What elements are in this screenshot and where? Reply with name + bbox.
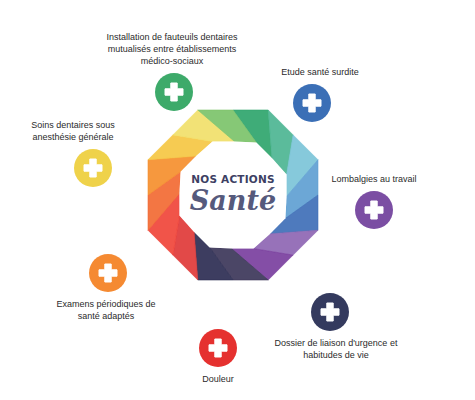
ring-hole bbox=[179, 141, 286, 248]
circle-fill bbox=[155, 73, 193, 111]
action-label: Soins dentaires sous anesthésie générale bbox=[23, 119, 123, 143]
title-kicker: NOS ACTIONS bbox=[191, 173, 274, 185]
plus-sign bbox=[321, 303, 339, 321]
action-label: Examens périodiques de santé adaptés bbox=[56, 298, 156, 322]
ring-facet bbox=[198, 110, 257, 143]
plus-sign bbox=[99, 264, 117, 282]
action-circle: Soins dentaires sous anesthésie générale bbox=[74, 149, 112, 187]
action-label: Dossier de liaison d'urgence et habitude… bbox=[274, 337, 399, 361]
circle-fill bbox=[355, 191, 393, 229]
action-label: Installation de fauteuils dentaires mutu… bbox=[92, 31, 252, 67]
circle-fill bbox=[311, 293, 349, 331]
plus-sign bbox=[84, 159, 102, 177]
circle-fill bbox=[293, 84, 331, 122]
plus-sign bbox=[303, 94, 321, 112]
circle-fill bbox=[199, 329, 237, 367]
action-label: Lombalgies au travail bbox=[319, 173, 429, 185]
action-label: Douleur bbox=[178, 373, 258, 385]
plus-icon bbox=[74, 149, 112, 187]
plus-icon bbox=[155, 73, 193, 111]
action-circle: Examens périodiques de santé adaptés bbox=[89, 254, 127, 292]
center-title: NOS ACTIONSSanté bbox=[175, 161, 291, 229]
plus-sign bbox=[209, 339, 227, 357]
plus-icon bbox=[89, 254, 127, 292]
action-circle: Etude santé surdite bbox=[293, 84, 331, 122]
title-word: Santé bbox=[190, 185, 276, 217]
action-circle: Installation de fauteuils dentaires mutu… bbox=[155, 73, 193, 111]
action-label: Etude santé surdite bbox=[265, 66, 375, 78]
action-circle: Dossier de liaison d'urgence et habitude… bbox=[311, 293, 349, 331]
plus-icon bbox=[199, 329, 237, 367]
circle-fill bbox=[89, 254, 127, 292]
plus-icon bbox=[355, 191, 393, 229]
plus-icon bbox=[311, 293, 349, 331]
circle-fill bbox=[74, 149, 112, 187]
action-circle: Lombalgies au travail bbox=[355, 191, 393, 229]
plus-sign bbox=[165, 83, 183, 101]
plus-sign bbox=[365, 201, 383, 219]
plus-icon bbox=[293, 84, 331, 122]
action-circle: Douleur bbox=[199, 329, 237, 367]
